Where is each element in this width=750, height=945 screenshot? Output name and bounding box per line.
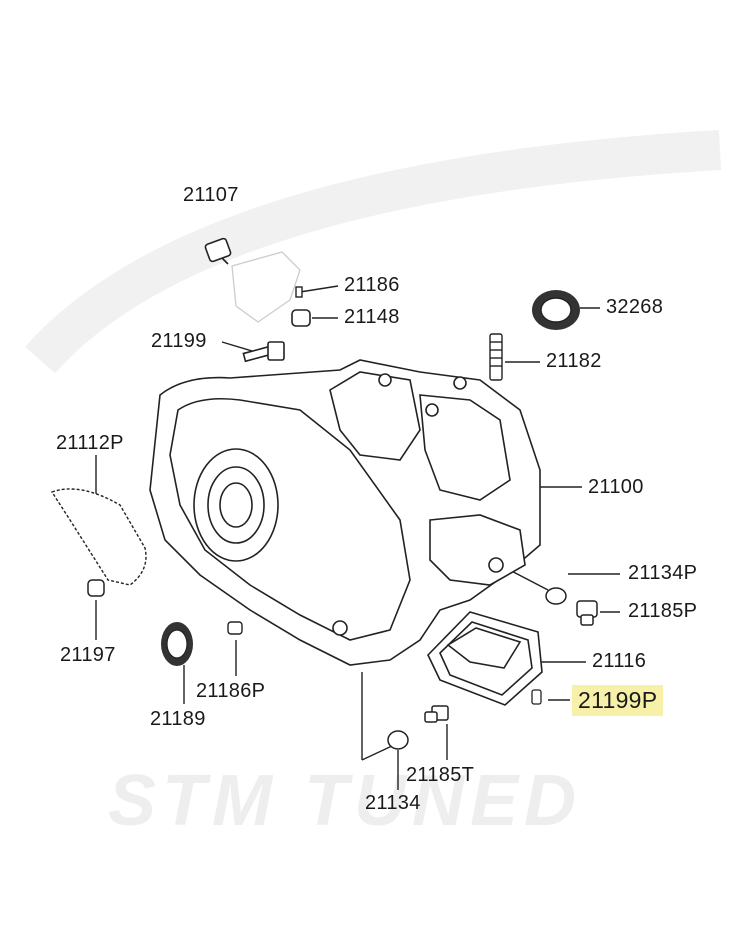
label-21134P: 21134P (628, 562, 698, 584)
background-swoosh (25, 130, 722, 374)
part-21100-case (149, 359, 541, 666)
label-21148: 21148 (344, 306, 400, 328)
label-21134: 21134 (365, 792, 421, 814)
part-21199P-bolt (531, 689, 542, 705)
label-21186: 21186 (344, 274, 400, 296)
part-21189-disc (161, 622, 193, 666)
label-21189: 21189 (150, 708, 206, 730)
label-21107: 21107 (183, 184, 239, 206)
part-21182-stud (489, 333, 503, 381)
label-21185P: 21185P (628, 600, 698, 622)
label-21182: 21182 (546, 350, 602, 372)
part-21134-washer (387, 730, 409, 750)
label-21186P: 21186P (196, 680, 266, 702)
part-21185T-plug (424, 705, 449, 723)
part-21134P-washer (545, 587, 567, 605)
watermark: STM TUNED (108, 761, 582, 841)
label-21197: 21197 (60, 644, 116, 666)
part-21116-cover (427, 611, 543, 706)
part-21148-bushing (291, 309, 311, 327)
label-21116: 21116 (592, 650, 647, 672)
part-21186-pin (295, 286, 303, 298)
label-21185T: 21185T (406, 764, 475, 786)
part-32268-seal (532, 290, 580, 330)
label-21199: 21199 (151, 330, 207, 352)
part-21197-bushing (87, 579, 105, 597)
part-21186P-pin (227, 621, 243, 635)
label-21100: 21100 (588, 476, 644, 498)
part-21112P-gasket (50, 488, 147, 586)
part-21199-bolt (242, 341, 285, 363)
label-32268: 32268 (606, 296, 664, 318)
label-21199P-highlighted: 21199P (572, 685, 664, 716)
part-21185P-plug (576, 600, 598, 626)
label-21112P: 21112P (56, 432, 124, 454)
faint-bracket (231, 251, 301, 323)
part-21107-plug (204, 237, 232, 265)
